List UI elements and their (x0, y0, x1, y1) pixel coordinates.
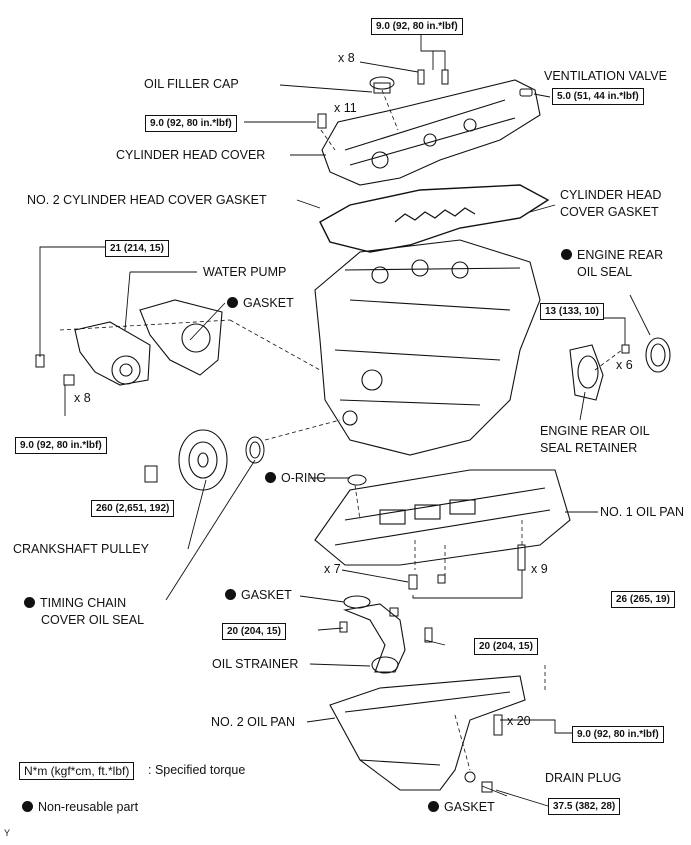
torque-rear-seal-retainer: 13 (133, 10) (540, 303, 604, 320)
torque-drain-plug: 37.5 (382, 28) (548, 798, 621, 815)
timing-seal-shape (245, 436, 265, 464)
corner-mark: Y (4, 828, 11, 838)
label-o-ring: O-RING (265, 471, 326, 486)
label-drain-plug: DRAIN PLUG (545, 771, 622, 785)
label-timing-seal-1: TIMING CHAIN (24, 596, 126, 611)
head-cover-gasket-shape (319, 184, 550, 253)
timing-seal-text: TIMING CHAIN (40, 596, 127, 610)
bolts (35, 69, 630, 736)
torque-strainer-nut: 20 (204, 15) (222, 623, 286, 640)
torque-ventilation-valve: 5.0 (51, 44 in.*lbf) (552, 88, 644, 105)
cylinder-head-cover-shape (321, 79, 541, 186)
torque-cover-bolts: 9.0 (92, 80 in.*lbf) (371, 18, 463, 35)
dashed-lines (59, 89, 623, 771)
torque-water-pump-long: 21 (214, 15) (105, 240, 169, 257)
label-oil-filler-cap: OIL FILLER CAP (144, 77, 239, 91)
nonreusable-dot-icon (227, 297, 238, 308)
count-pan1-x7: x 7 (324, 562, 341, 576)
ventilation-valve-shape (519, 88, 533, 97)
oil-strainer-shape (342, 595, 406, 674)
count-pan2-x20: x 20 (507, 714, 531, 728)
label-engine-rear-retainer-1: ENGINE REAR OIL (540, 424, 650, 438)
torque-water-pump-short: 9.0 (92, 80 in.*lbf) (15, 437, 107, 454)
legend-nonreusable-text: Non-reusable part (38, 800, 139, 814)
label-no2-head-cover-gasket: NO. 2 CYLINDER HEAD COVER GASKET (27, 193, 267, 207)
count-cover-x8: x 8 (338, 51, 355, 65)
engine-block-shape (314, 239, 541, 456)
torque-head-cover-side: 9.0 (92, 80 in.*lbf) (145, 115, 237, 132)
nonreusable-dot-icon (24, 597, 35, 608)
label-no1-oil-pan: NO. 1 OIL PAN (600, 505, 685, 519)
label-drain-gasket: GASKET (428, 800, 495, 815)
count-retainer-x6: x 6 (616, 358, 633, 372)
label-crankshaft-pulley: CRANKSHAFT PULLEY (13, 542, 149, 556)
o-ring-text: O-RING (281, 471, 327, 485)
legend-torque-unit: N*m (kgf*cm, ft.*lbf) (19, 762, 135, 780)
label-head-cover-gasket-2: COVER GASKET (560, 205, 659, 219)
strainer-gasket-text: GASKET (241, 588, 292, 602)
label-head-cover-gasket-1: CYLINDER HEAD (560, 188, 662, 202)
nonreusable-dot-icon (22, 801, 33, 812)
label-engine-rear-oil-seal: ENGINE REAR (561, 248, 663, 263)
oil-filler-cap-shape (369, 76, 395, 94)
label-wp-gasket: GASKET (227, 296, 294, 311)
label-strainer-gasket: GASKET (225, 588, 292, 603)
rear-seal-shape (569, 337, 671, 401)
nonreusable-dot-icon (225, 589, 236, 600)
drain-plug-shape (464, 771, 493, 793)
torque-oil-pan-2: 9.0 (92, 80 in.*lbf) (572, 726, 664, 743)
crankshaft-pulley-shape (178, 429, 228, 491)
nonreusable-dot-icon (561, 249, 572, 260)
label-engine-rear-oil-seal-2: OIL SEAL (577, 265, 633, 279)
label-no2-oil-pan: NO. 2 OIL PAN (211, 715, 296, 729)
label-ventilation-valve: VENTILATION VALVE (544, 69, 667, 83)
legend-torque-text: : Specified torque (148, 763, 246, 777)
wp-gasket-text: GASKET (243, 296, 294, 310)
rear-oil-seal-text: ENGINE REAR (577, 248, 664, 262)
oil-pan-1-shape (314, 469, 571, 566)
count-cover-x11: x 11 (334, 101, 357, 115)
torque-oil-pan-1: 26 (265, 19) (611, 591, 675, 608)
water-pump-shape (74, 299, 223, 386)
oil-pan-2-shape (329, 675, 526, 791)
label-oil-strainer: OIL STRAINER (212, 657, 299, 671)
count-pan1-x9: x 9 (531, 562, 548, 576)
count-wp-x8: x 8 (74, 391, 91, 405)
nonreusable-dot-icon (428, 801, 439, 812)
label-engine-rear-retainer-2: SEAL RETAINER (540, 441, 638, 455)
torque-crank-pulley: 260 (2,651, 192) (91, 500, 175, 517)
torque-strainer-bolt: 20 (204, 15) (474, 638, 538, 655)
label-water-pump: WATER PUMP (203, 265, 287, 279)
label-timing-seal-2: COVER OIL SEAL (41, 613, 145, 627)
nonreusable-dot-icon (265, 472, 276, 483)
legend-nonreusable: Non-reusable part (22, 800, 138, 815)
drain-gasket-text: GASKET (444, 800, 495, 814)
o-ring-shape (347, 474, 367, 486)
label-cylinder-head-cover: CYLINDER HEAD COVER (116, 148, 266, 162)
